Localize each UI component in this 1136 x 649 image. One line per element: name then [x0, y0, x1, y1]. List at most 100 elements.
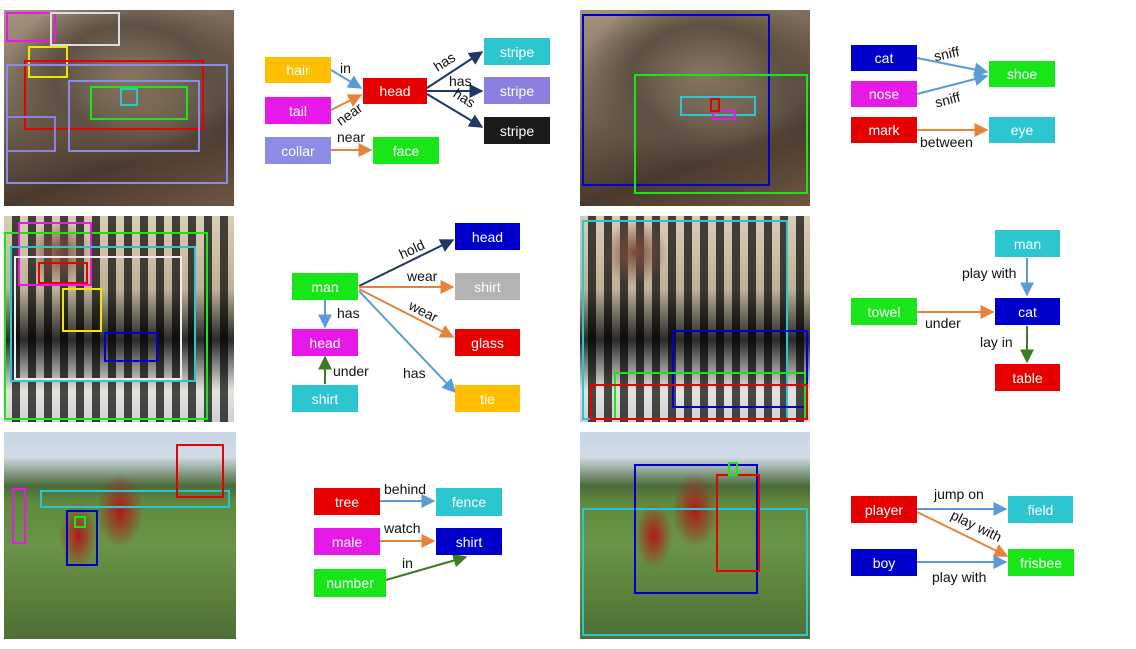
- edge-cat-shoe: [916, 57, 989, 77]
- edge-label: under: [925, 315, 961, 331]
- bbox-red: [590, 384, 808, 420]
- edge-label: play with: [932, 569, 986, 585]
- edge-label: watch: [383, 520, 421, 536]
- node-man: man: [995, 230, 1060, 257]
- edge-label: lay in: [980, 334, 1013, 350]
- node-label: boy: [872, 554, 896, 571]
- node-label: collar: [281, 142, 315, 159]
- node-player: player: [851, 496, 917, 523]
- node-frisbee: frisbee: [1008, 549, 1074, 576]
- bbox-green: [4, 232, 208, 420]
- node-label: field: [1027, 501, 1054, 518]
- bbox-magenta: [6, 12, 56, 42]
- edge-number-shirt: [385, 553, 468, 581]
- node-head: head: [292, 329, 358, 356]
- node-label: shirt: [474, 278, 501, 295]
- node-label: glass: [471, 334, 504, 351]
- edge-label: near: [337, 129, 365, 145]
- node-label: number: [326, 575, 374, 591]
- bbox-cyan: [10, 246, 196, 382]
- bbox-green: [74, 516, 86, 528]
- node-head-right: head: [455, 223, 520, 250]
- bbox-cyan: [120, 88, 138, 106]
- edge-label: sniff: [933, 89, 962, 111]
- edge-man-tie: [358, 290, 456, 394]
- bbox-cyan: [680, 96, 756, 116]
- edge-hair-head: [330, 69, 363, 89]
- bbox-red: [24, 60, 204, 130]
- edge-label: has: [337, 305, 360, 321]
- bbox-red: [38, 262, 88, 284]
- node-label: man: [1013, 235, 1042, 252]
- edge-head-stripe3: [426, 93, 484, 128]
- bbox-green: [634, 74, 808, 194]
- node-tie: tie: [455, 385, 520, 412]
- bbox-red: [710, 98, 720, 112]
- node-stripe: stripe: [484, 38, 550, 65]
- bbox-yellow: [62, 288, 102, 332]
- node-label: head: [471, 228, 504, 245]
- node-face: face: [373, 137, 439, 164]
- edge-label: hold: [396, 236, 427, 262]
- bbox-blue: [104, 332, 158, 362]
- node-label: towel: [867, 303, 901, 320]
- node-stripe: stripe: [484, 77, 550, 104]
- edge-head-stripe1: [426, 51, 484, 89]
- node-mark: mark: [851, 117, 917, 143]
- edge-label: behind: [384, 481, 426, 497]
- node-head: head: [363, 78, 427, 104]
- photo-frisbee-2: [580, 432, 810, 639]
- node-shirt: shirt: [436, 528, 502, 555]
- edge-label: play with: [962, 265, 1016, 281]
- photo-cat-shoe-1: [4, 10, 234, 206]
- node-male: male: [314, 528, 380, 555]
- node-label: head: [309, 334, 341, 351]
- bbox-green: [90, 86, 188, 120]
- node-field: field: [1008, 496, 1073, 523]
- node-shoe: shoe: [989, 61, 1055, 87]
- node-shirt-right: shirt: [455, 273, 520, 300]
- node-label: table: [1012, 369, 1043, 386]
- edge-label: has: [403, 365, 426, 381]
- node-stripe: stripe: [484, 117, 550, 144]
- node-cat: cat: [851, 45, 917, 71]
- edge-player-frisbee: [916, 511, 1009, 557]
- bbox-red: [716, 474, 760, 572]
- node-label: mark: [868, 122, 900, 138]
- node-tree: tree: [314, 488, 380, 515]
- bbox-green: [728, 462, 738, 476]
- bbox-magenta: [12, 488, 26, 544]
- edge-tail-head: [330, 94, 363, 111]
- node-collar: collar: [265, 137, 331, 164]
- node-label: fence: [451, 494, 487, 510]
- photo-frisbee-1: [4, 432, 236, 639]
- node-towel: towel: [851, 298, 917, 325]
- node-label: stripe: [499, 43, 535, 60]
- edge-label: in: [402, 555, 413, 571]
- node-label: shoe: [1006, 66, 1038, 82]
- node-label: shirt: [455, 533, 483, 550]
- bbox-cyan: [40, 490, 230, 508]
- bbox-yellow: [28, 46, 68, 78]
- edge-label: has: [449, 73, 472, 89]
- edge-label: between: [920, 134, 973, 150]
- bbox-lavender-large: [6, 64, 228, 184]
- node-label: nose: [868, 86, 900, 102]
- edge-label: under: [333, 363, 369, 379]
- bbox-blue: [66, 510, 98, 566]
- node-label: tie: [480, 390, 495, 407]
- node-label: tail: [289, 102, 307, 119]
- node-label: cat: [874, 50, 894, 66]
- node-label: face: [392, 142, 420, 159]
- node-fence: fence: [436, 488, 502, 516]
- bbox-red: [176, 444, 224, 498]
- bbox-blue: [672, 330, 808, 408]
- node-eye: eye: [989, 117, 1055, 143]
- node-shirt: shirt: [292, 385, 358, 412]
- node-label: frisbee: [1019, 554, 1063, 571]
- node-label: cat: [1018, 303, 1037, 320]
- edge-label: near: [333, 99, 365, 128]
- edge-label: wear: [406, 268, 438, 284]
- node-boy: boy: [851, 549, 917, 576]
